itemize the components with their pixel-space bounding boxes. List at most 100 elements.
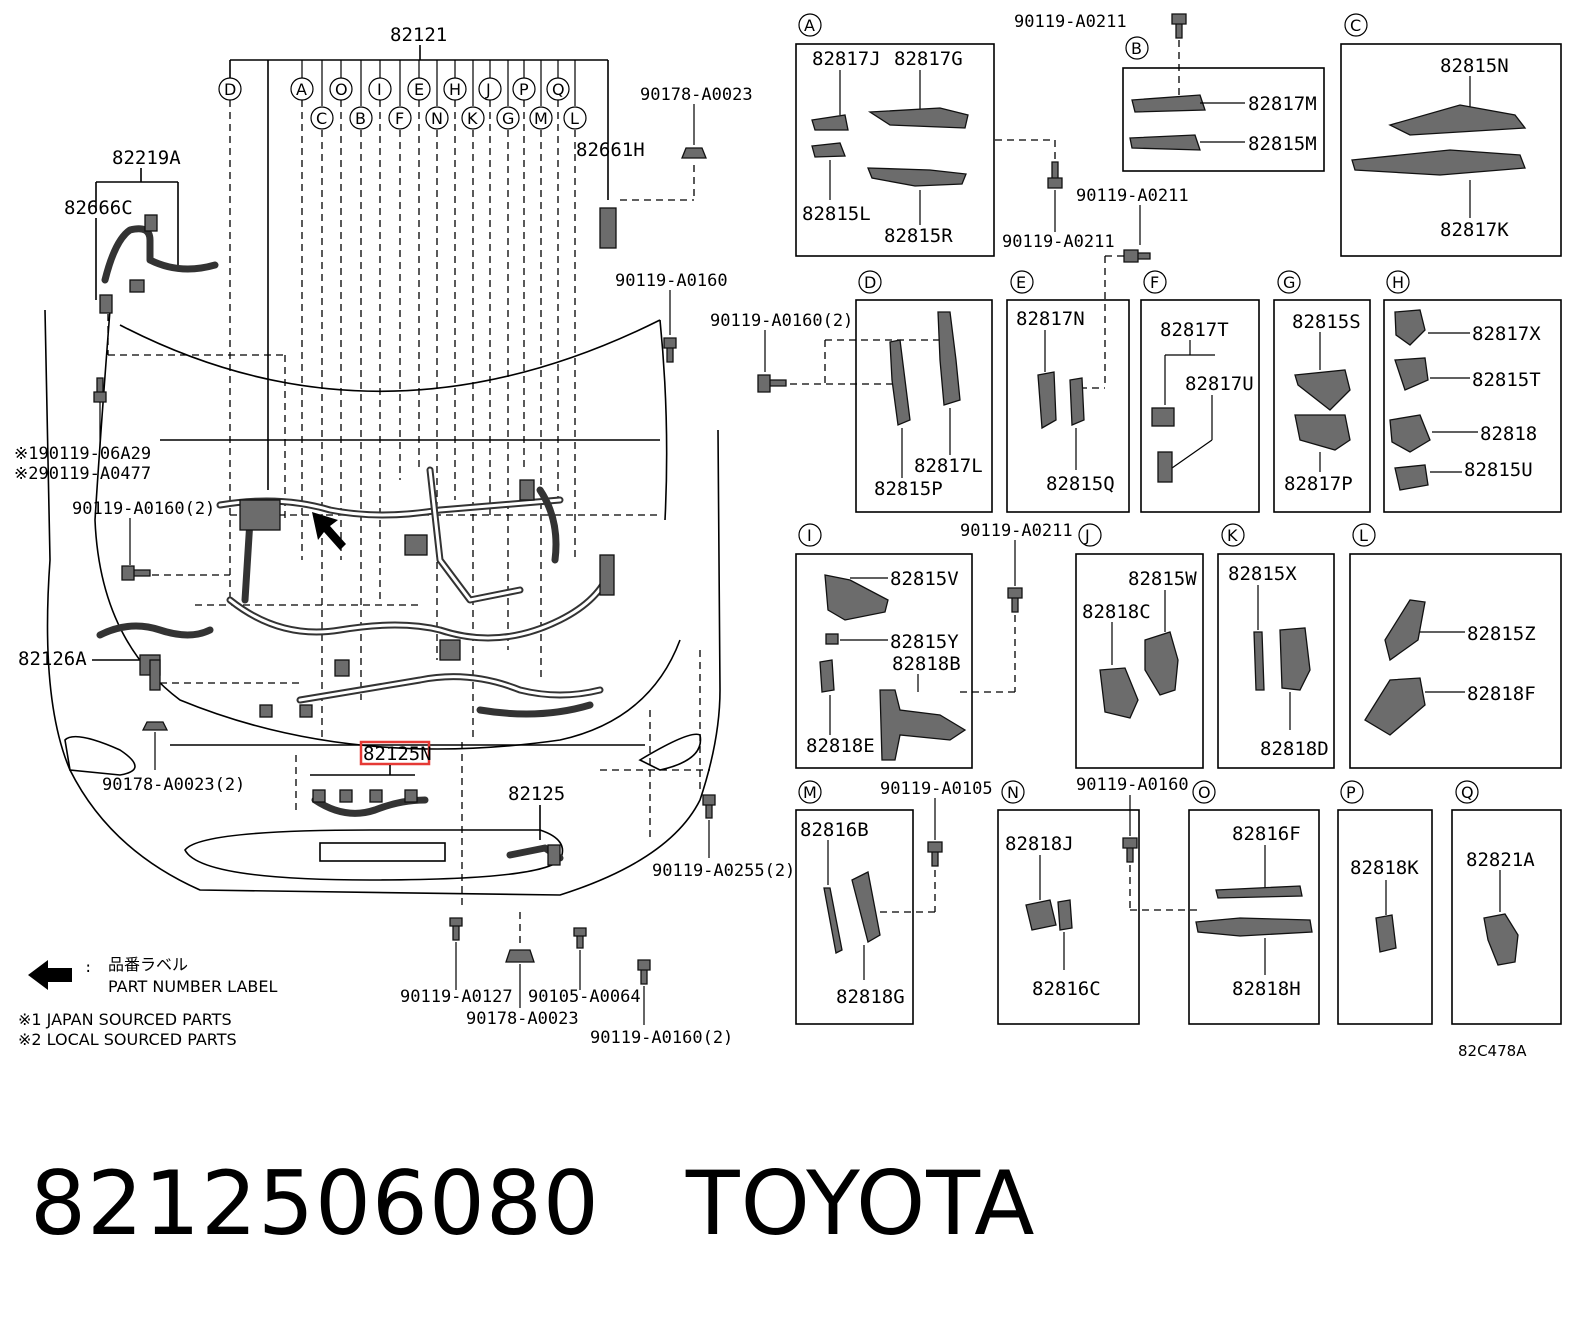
part-label: 82815Z (1467, 623, 1536, 645)
part-label: 82815N (1440, 55, 1509, 77)
panel-P (1337, 809, 1433, 1025)
panel-letter: M (803, 783, 817, 802)
label-90119-A0127: 90119-A0127 (400, 987, 513, 1007)
part-label: 82815P (874, 478, 943, 500)
part-label: 82818H (1232, 978, 1301, 1000)
engine-bay-overview: 82121 D A O I E H J P Q (14, 24, 795, 1049)
part-label: 82816F (1232, 823, 1301, 845)
part-label: 82815X (1228, 563, 1297, 585)
circle-letter: I (377, 80, 382, 99)
circle-letter: G (502, 109, 514, 128)
panel-G (1273, 299, 1371, 513)
label-90119-A0160-2-bottom: 90119-A0160(2) (590, 1028, 733, 1048)
circle-letter: N (431, 109, 443, 128)
circle-letter: P (519, 80, 529, 99)
part-label: 82818D (1260, 738, 1329, 760)
part-label: 82817G (894, 48, 963, 70)
panel-letter: F (1150, 273, 1159, 292)
bolt-icon (927, 841, 943, 867)
part-label: 82818J (1005, 833, 1074, 855)
circle-letter: B (355, 109, 366, 128)
label-90178-A0023-2: 90178-A0023(2) (102, 775, 245, 795)
panel-C (1340, 43, 1562, 257)
bolt-icon (93, 377, 107, 403)
part-label: 82815M (1248, 133, 1317, 155)
part-label: 82818B (892, 653, 961, 675)
part-label: 82815U (1464, 459, 1533, 481)
part-label: 82817L (914, 455, 983, 477)
part-label: 82817J (812, 48, 881, 70)
label-90119-A0160-right: 90119-A0160 (615, 271, 728, 291)
label-fastener: 90119-A0105 (880, 779, 993, 799)
clip-icon (505, 949, 535, 963)
part-label: 82816B (800, 819, 869, 841)
bolt-icon (1122, 837, 1138, 863)
part-label: 82817T (1160, 319, 1229, 341)
part-label: 82817X (1472, 323, 1541, 345)
part-label: 82815S (1292, 311, 1361, 333)
part-label: 82818C (1082, 601, 1151, 623)
panel-K (1217, 553, 1335, 769)
label-90178-A0023-bottom: 90178-A0023 (466, 1009, 579, 1029)
circle-letter: C (316, 109, 327, 128)
part-label: 82818G (836, 986, 905, 1008)
bolt-icon (757, 374, 787, 393)
panel-letter: D (864, 273, 876, 292)
panel-B (1122, 67, 1325, 172)
illustration-code: 82C478A (1458, 1042, 1527, 1060)
circle-letter: Q (552, 80, 565, 99)
panel-letter: N (1007, 783, 1019, 802)
label-90119-A0255-2: 90119-A0255(2) (652, 861, 795, 881)
legend-note-japan: ※1 JAPAN SOURCED PARTS (18, 1010, 232, 1029)
clip-icon (681, 147, 707, 159)
label-fastener: 90119-A0160 (1076, 775, 1189, 795)
part-label: 82818K (1350, 857, 1419, 879)
part-label: 82817P (1284, 473, 1353, 495)
highlight-box (359, 740, 431, 766)
circle-letter: A (296, 80, 307, 99)
label-fastener: 90119-A0211 (960, 521, 1073, 541)
label-90119-A0160-2-left: 90119-A0160(2) (72, 499, 215, 519)
engine-harness (216, 466, 615, 718)
circle-letter: E (414, 80, 424, 99)
bolt-icon (1123, 249, 1151, 263)
part-label: 82818F (1467, 683, 1536, 705)
part-label: 82815L (802, 203, 871, 225)
panel-N (997, 809, 1140, 1025)
panel-D (855, 299, 993, 513)
circle-letter: K (467, 109, 478, 128)
legend-label-en: PART NUMBER LABEL (108, 977, 277, 996)
part-label: 82815Q (1046, 473, 1115, 495)
panel-letter: K (1227, 526, 1238, 545)
bolt-icon (1171, 13, 1187, 39)
circle-letter: H (449, 80, 461, 99)
part-label: 82821A (1466, 849, 1535, 871)
part-label: 82815V (890, 568, 959, 590)
label-190119-06A29: ※190119-06A29 (14, 444, 151, 464)
panel-letter: P (1346, 783, 1356, 802)
panel-letter: I (807, 526, 812, 545)
part-label: 82815R (884, 225, 953, 247)
part-label: 82815Y (890, 631, 959, 653)
circle-letter: F (395, 109, 404, 128)
svg-text::: : (84, 960, 92, 976)
clip-icon (141, 721, 169, 731)
panel-letter: E (1016, 273, 1026, 292)
circle-letters-top: D A O I E H J P Q (218, 77, 570, 101)
panel-letter: H (1392, 273, 1404, 292)
panel-letter: O (1198, 783, 1211, 802)
circle-letter: J (485, 80, 491, 99)
label-82121: 82121 (390, 24, 447, 46)
label-82666C: 82666C (64, 197, 133, 219)
label-fastener: 90119-A0211 (1076, 186, 1189, 206)
car-body-outline (44, 309, 721, 896)
part-label: 82817N (1016, 308, 1085, 330)
footer: 8212506080 TOYOTA (30, 1138, 1035, 1248)
label-82125: 82125 (508, 783, 565, 805)
label-fastener: 90119-A0160(2) (710, 311, 853, 331)
panel-letter: G (1283, 273, 1295, 292)
part-label: 82818 (1480, 423, 1537, 445)
circle-letter: L (570, 109, 579, 128)
bolt-icon (663, 337, 677, 363)
detail-panels: A 82817J 82817G 82815L 82815R 90119-A021… (710, 12, 1562, 1060)
